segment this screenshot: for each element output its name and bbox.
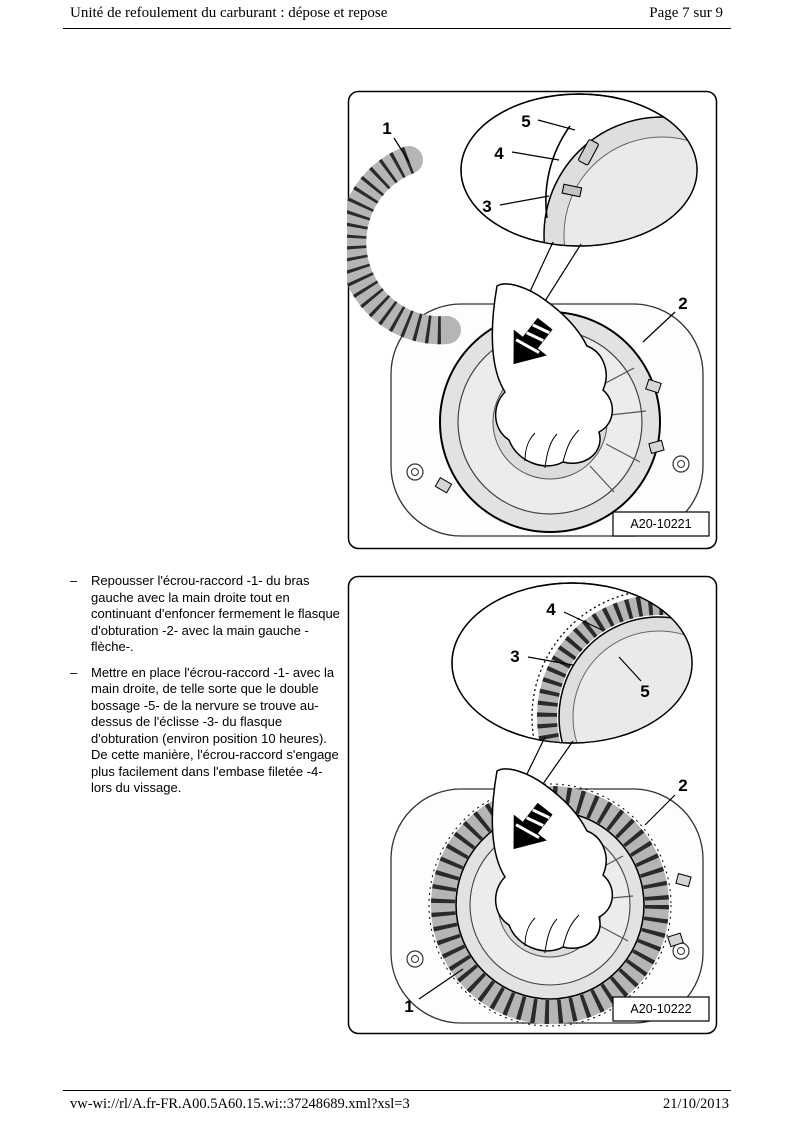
detail-rim-arc: [545, 125, 571, 219]
callout-3: 3: [510, 647, 519, 666]
label-box: [612, 511, 710, 537]
page-title: Unité de refoulement du carburant : dépo…: [70, 5, 388, 21]
page-number: Page 7 sur 9: [649, 5, 723, 21]
detail-boss: [561, 183, 583, 198]
label-text: A20-10222: [630, 1002, 691, 1016]
bolt-hole-center: [411, 468, 419, 476]
print-date: 21/10/2013: [662, 1096, 729, 1112]
callout-line: [527, 656, 574, 666]
bullet-text: Repousser l'écrou-raccord -1- du bras ga…: [91, 573, 340, 654]
flange-ribs: [589, 367, 647, 493]
page-header: Unité de refoulement du carburant : dépo…: [63, 4, 731, 29]
figure-1-callouts: 1 5 4 3 2: [382, 112, 688, 343]
callout-5: 5: [640, 682, 649, 701]
bolt-hole-center: [677, 947, 685, 955]
hand-fingers: [524, 914, 580, 954]
bolt-hole-center: [677, 460, 685, 468]
figure-2: 4 3 5 2 1 A20-10222: [347, 575, 718, 1035]
callout-line: [642, 311, 676, 343]
bayonet-lug: [434, 476, 453, 494]
bullet-dash: –: [70, 573, 78, 588]
bayonet-lug: [667, 932, 684, 948]
detail-flange-inner: [572, 630, 692, 743]
figure-2-illustration: 4 3 5 2 1 A20-10222: [347, 575, 718, 1035]
balloon-border: [460, 93, 698, 247]
callout-1: 1: [404, 997, 413, 1016]
union-nut-ring: [338, 146, 461, 345]
detail-tab: [578, 139, 599, 166]
hand-outline: [491, 283, 613, 467]
callout-line: [511, 151, 560, 161]
hand-outline: [491, 768, 613, 952]
callout-line: [644, 794, 676, 826]
ring-serration: [428, 783, 672, 1027]
label-text: A20-10221: [630, 517, 691, 531]
callout-5: 5: [521, 112, 530, 131]
ring-body: [338, 146, 461, 345]
callout-4: 4: [494, 144, 504, 163]
source-path: vw-wi://rl/A.fr-FR.A00.5A60.15.wi::37248…: [70, 1096, 410, 1112]
bullet-text: Mettre en place l'écrou-raccord -1- avec…: [91, 664, 339, 796]
bayonet-lug: [675, 873, 692, 888]
callout-line: [563, 611, 603, 631]
figure-2-label: A20-10222: [612, 996, 710, 1022]
figure-2-callouts: 4 3 5 2 1: [404, 600, 687, 1016]
press-arrow: [513, 317, 553, 365]
bolt-hole-center: [411, 955, 419, 963]
instruction-bullet-1: – Repousser l'écrou-raccord -1- du bras …: [70, 573, 344, 656]
instruction-text: – Repousser l'écrou-raccord -1- du bras …: [70, 573, 344, 806]
callout-1: 1: [382, 119, 391, 138]
callout-line: [537, 119, 576, 131]
bayonet-lug: [648, 439, 665, 454]
figure-1-illustration: 1 5 4 3 2 A20-10221: [338, 90, 718, 550]
figure-1: 1 5 4 3 2 A20-10221: [338, 90, 718, 550]
figure-1-label: A20-10221: [612, 511, 710, 537]
callout-line: [618, 656, 642, 682]
callout-line: [418, 968, 464, 1000]
callout-2: 2: [678, 776, 687, 795]
arrow-stripes: [515, 808, 551, 839]
label-box: [612, 996, 710, 1022]
hand-fingers: [524, 429, 580, 469]
page-footer: vw-wi://rl/A.fr-FR.A00.5A60.15.wi::37248…: [63, 1090, 731, 1113]
press-arrow: [513, 802, 553, 850]
arrow-stripes: [515, 323, 551, 354]
callout-2: 2: [678, 294, 687, 313]
ring-ribs: [431, 786, 669, 1024]
bayonet-lug: [645, 378, 662, 394]
bullet-dash: –: [70, 664, 78, 680]
callout-3: 3: [482, 197, 491, 216]
callout-line: [393, 137, 410, 163]
callout-4: 4: [546, 600, 556, 619]
instruction-bullet-2: – Mettre en place l'écrou-raccord -1- av…: [70, 665, 344, 797]
hand: [491, 283, 613, 469]
callout-line: [499, 195, 550, 206]
hand: [491, 768, 613, 954]
